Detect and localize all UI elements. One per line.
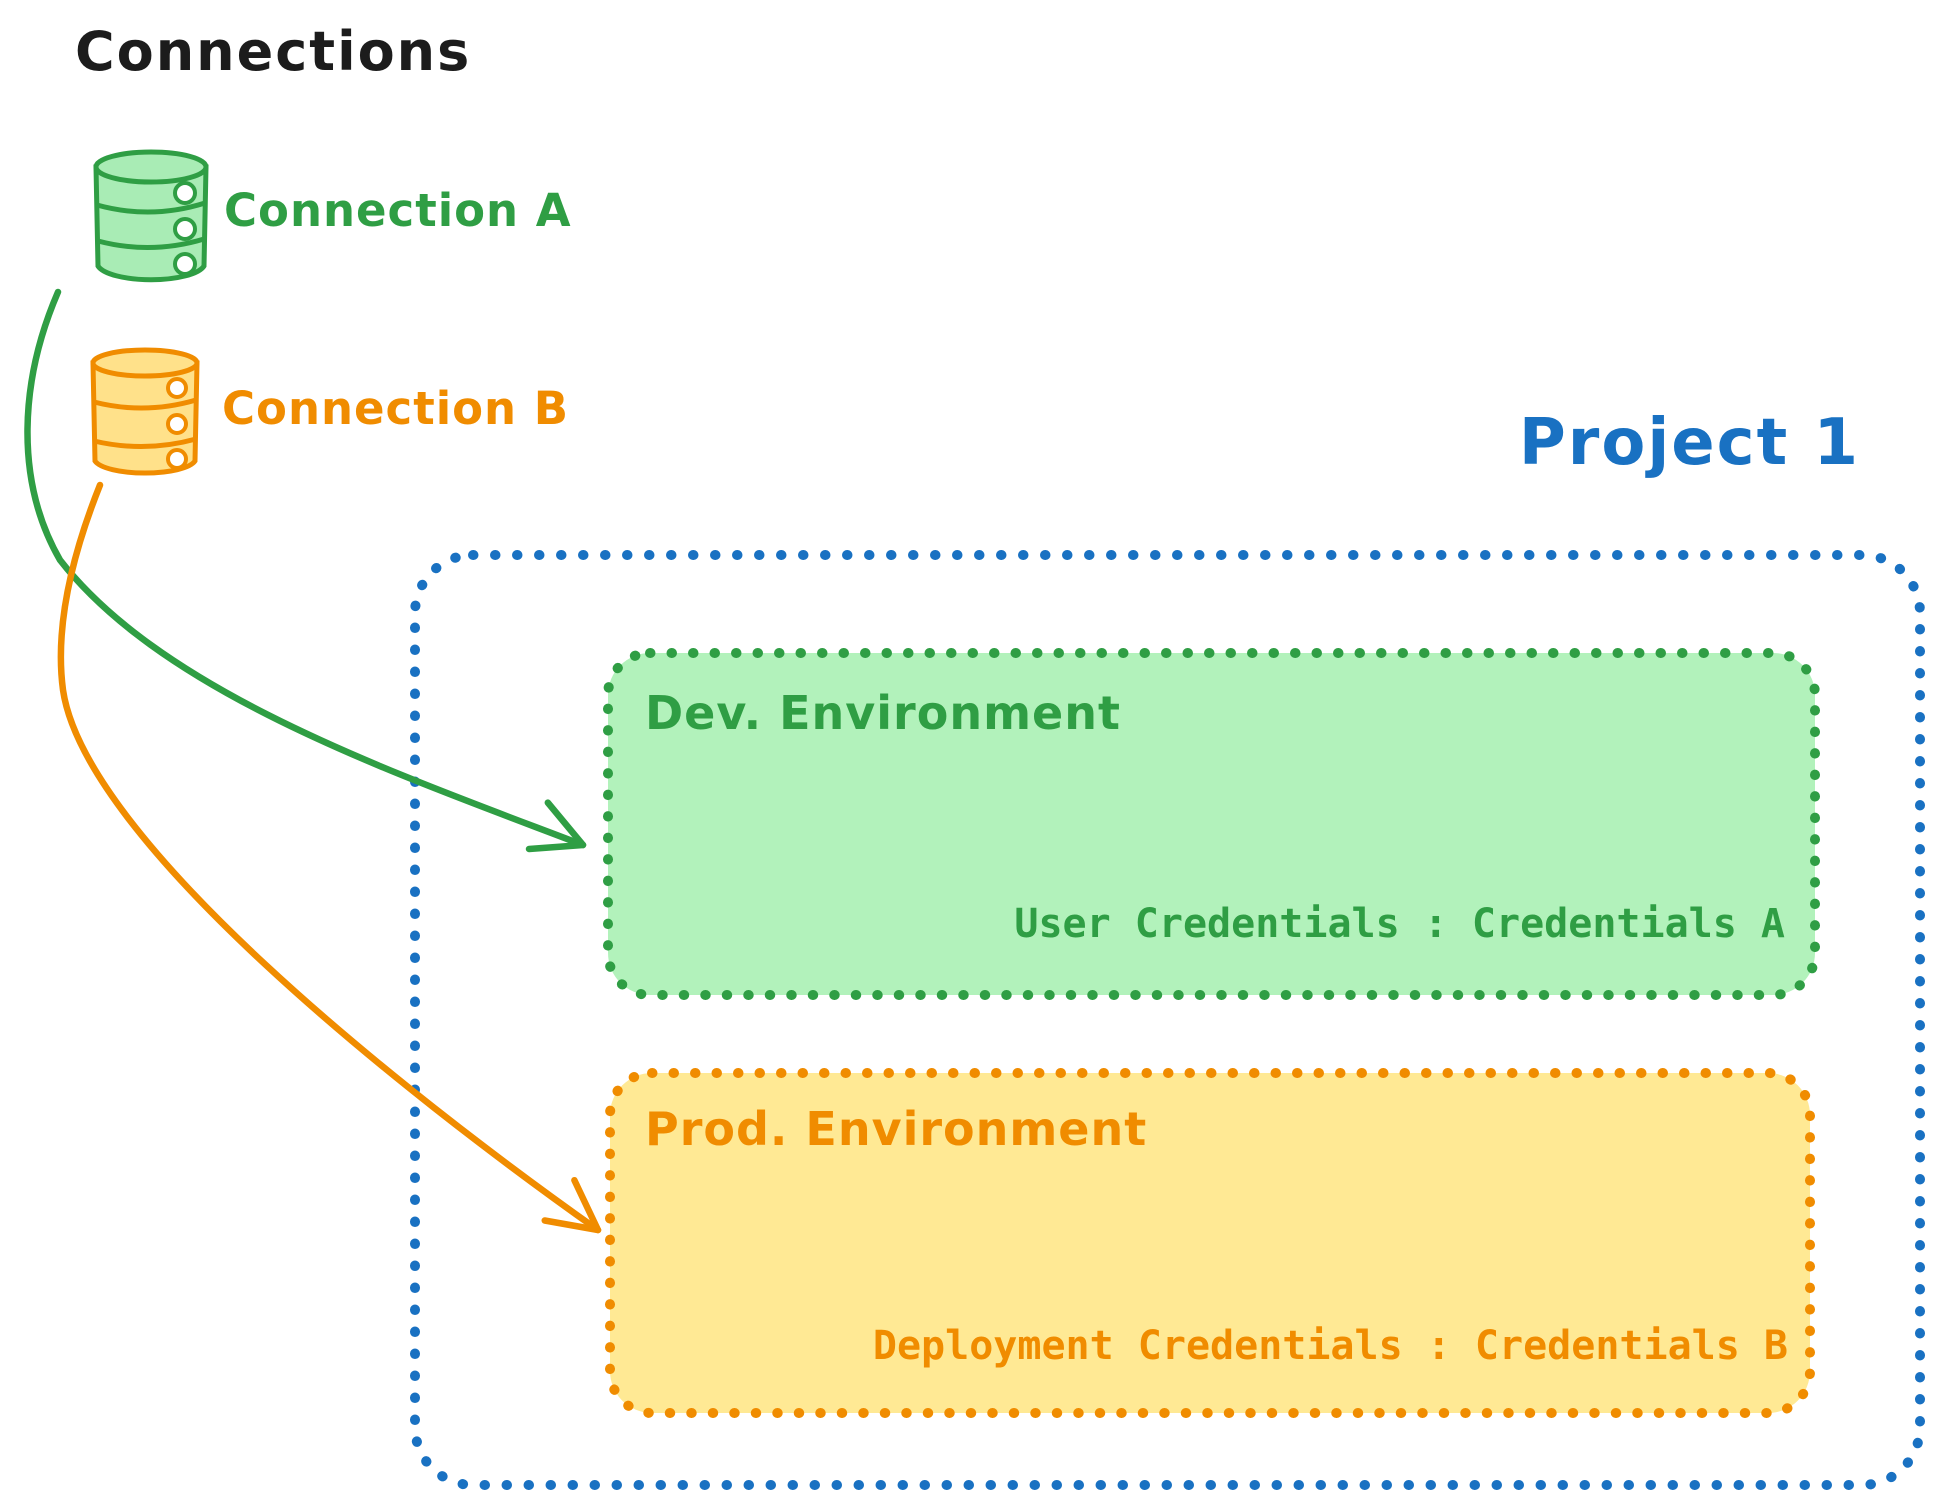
dev-environment-box [603,648,1820,1000]
arrow-connection-b-to-prod [57,481,602,1234]
prod-environment-title: Prod. Environment [645,1102,1148,1156]
cylinder-bands [96,200,206,251]
project-1-label: Project 1 [1518,406,1860,480]
arrow-connection-a-to-dev [24,288,587,853]
connection-a-label: Connection A [224,184,572,237]
connection-b-database-icon [90,347,200,476]
cylinder-leds [173,181,197,276]
connection-b-label: Connection B [222,382,570,435]
cylinder-leds [166,377,188,470]
prod-environment-credentials: Deployment Credentials : Credentials B [872,1323,1788,1369]
prod-environment-box [605,1068,1815,1418]
cylinder-bands [93,397,197,450]
dev-environment-credentials: User Credentials : Credentials A [1014,901,1785,947]
project-1-box-border [410,550,1925,1490]
connection-a-database-icon [93,149,209,283]
cylinder-top [90,347,200,379]
connections-title: Connections [75,20,472,83]
dev-environment-title: Dev. Environment [645,686,1121,740]
cylinder-top [93,149,209,185]
